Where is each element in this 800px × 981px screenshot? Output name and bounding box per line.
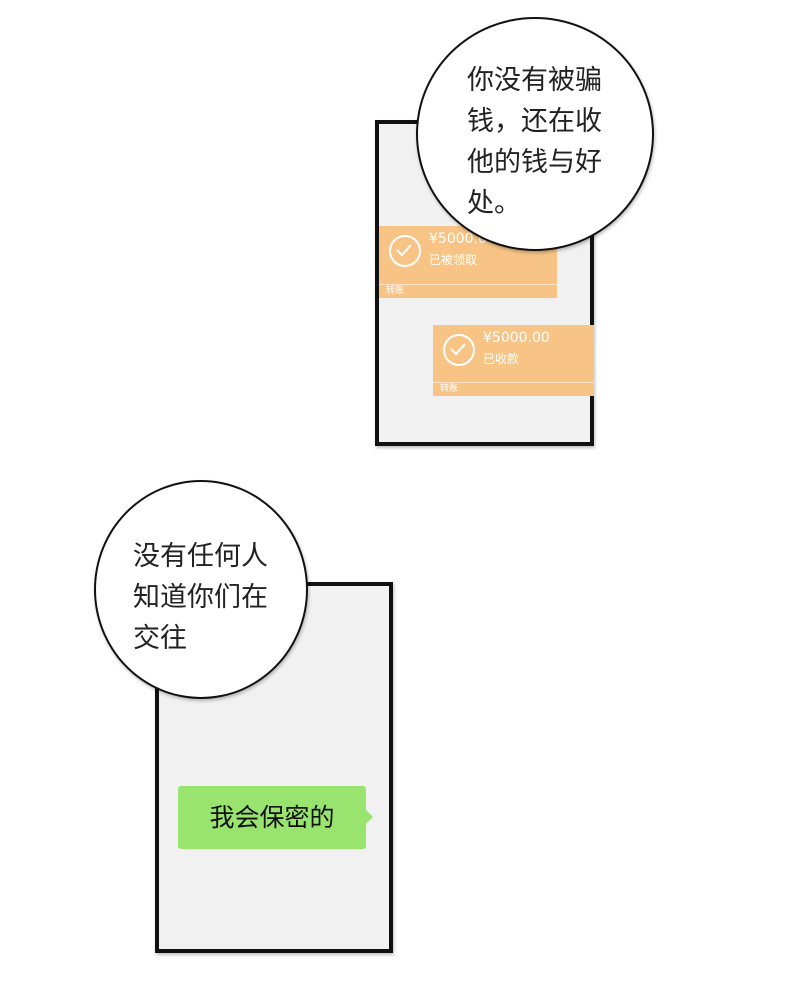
chat-message-bubble: 我会保密的 [178, 786, 373, 849]
transfer-card-received: ¥5000.00 已收款 转账 [433, 325, 594, 396]
speech-line: 没有任何人 [133, 541, 268, 572]
transfer-status: 已被领取 [429, 253, 478, 267]
speech-line: 你没有被骗 [467, 65, 602, 96]
speech-line: 钱，还在收 [467, 106, 602, 137]
speech-line: 交往 [133, 623, 187, 654]
transfer-amount: ¥5000.00 [483, 330, 550, 346]
speech-text-2: 没有任何人 知道你们在 交往 [133, 536, 268, 659]
speech-line: 处。 [467, 188, 521, 219]
speech-bubble-2 [94, 480, 308, 699]
transfer-footer: 转账 [433, 382, 594, 396]
transfer-status: 已收款 [483, 352, 520, 366]
check-icon [389, 235, 421, 267]
transfer-footer: 转账 [379, 284, 557, 298]
speech-bubble-1 [416, 17, 654, 251]
speech-line: 他的钱与好 [467, 147, 602, 178]
speech-line: 知道你们在 [133, 582, 268, 613]
check-icon [443, 334, 475, 366]
speech-text-1: 你没有被骗 钱，还在收 他的钱与好 处。 [467, 60, 602, 224]
